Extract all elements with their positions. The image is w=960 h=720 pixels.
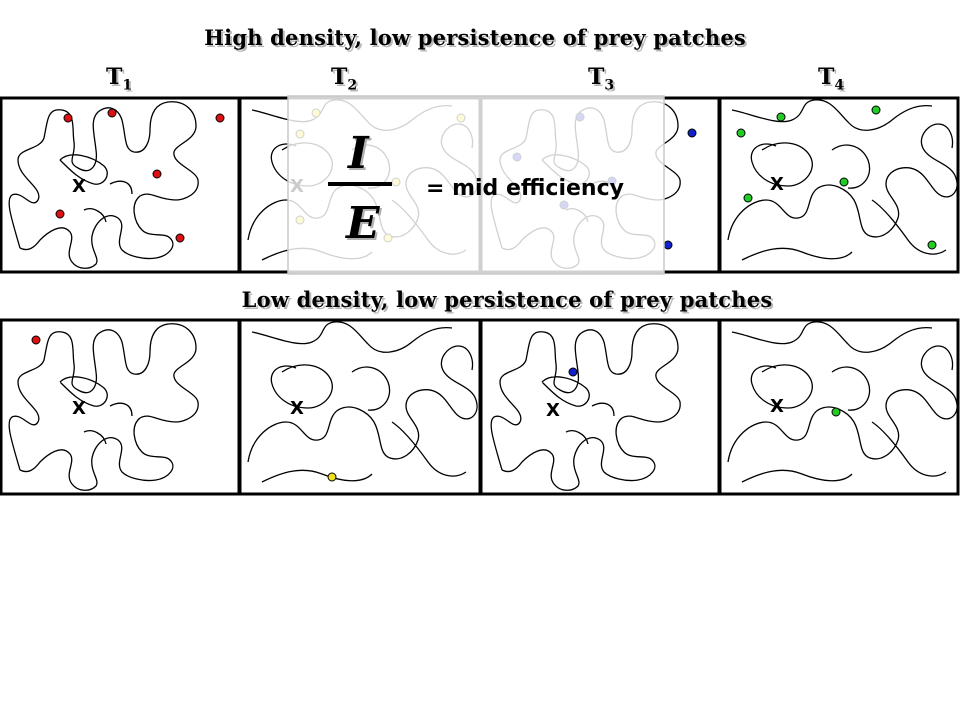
prey-patch-blue — [568, 367, 578, 377]
prey-patch-green — [736, 128, 746, 138]
bottom-row-panels — [0, 318, 960, 496]
prey-patch-blue — [663, 240, 673, 250]
start-marker-top-1: X — [72, 176, 86, 197]
panel-bottom-4 — [718, 318, 960, 496]
prey-patch-green — [831, 407, 841, 417]
search-path-bottom-1 — [8, 323, 199, 491]
prey-patch-green — [927, 240, 937, 250]
time-label-t1: T1 — [106, 64, 133, 94]
prey-patch-blue — [687, 128, 697, 138]
prey-patch-red — [152, 169, 162, 179]
start-marker-bottom-2: X — [290, 398, 304, 419]
search-path-top-1 — [8, 101, 199, 269]
start-marker-bottom-3: X — [546, 400, 560, 421]
search-path-bottom-4 — [727, 321, 958, 483]
search-path-bottom-2 — [247, 321, 478, 483]
prey-patch-red — [175, 233, 185, 243]
time-label-t2: T2 — [331, 64, 358, 94]
prey-patch-green — [743, 193, 753, 203]
prey-patch-red — [215, 113, 225, 123]
prey-patch-green — [871, 105, 881, 115]
search-path-bottom-3 — [490, 323, 681, 491]
prey-patch-red — [63, 113, 73, 123]
time-label-t3: T3 — [588, 64, 615, 94]
start-marker-top-4: X — [770, 174, 784, 195]
start-marker-top-2: X — [290, 176, 304, 197]
start-marker-bottom-4: X — [770, 396, 784, 417]
prey-patch-red — [31, 335, 41, 345]
fraction-bar — [328, 182, 392, 186]
panel-top-4 — [718, 96, 960, 274]
prey-patch-yellow — [327, 472, 337, 482]
prey-patch-red — [107, 108, 117, 118]
title-high-density: High density, low persistence of prey pa… — [204, 25, 746, 50]
time-label-t4: T4 — [818, 64, 845, 94]
fraction-denominator: E — [346, 198, 380, 249]
prey-patch-green — [839, 177, 849, 187]
start-marker-bottom-1: X — [72, 398, 86, 419]
prey-patches-bottom — [31, 335, 841, 482]
prey-patch-red — [55, 209, 65, 219]
fraction-numerator: I — [348, 128, 369, 179]
prey-patch-green — [776, 112, 786, 122]
panel-bottom-2 — [238, 318, 482, 496]
title-low-density: Low density, low persistence of prey pat… — [241, 287, 773, 312]
efficiency-label: = mid efficiency — [426, 176, 624, 201]
